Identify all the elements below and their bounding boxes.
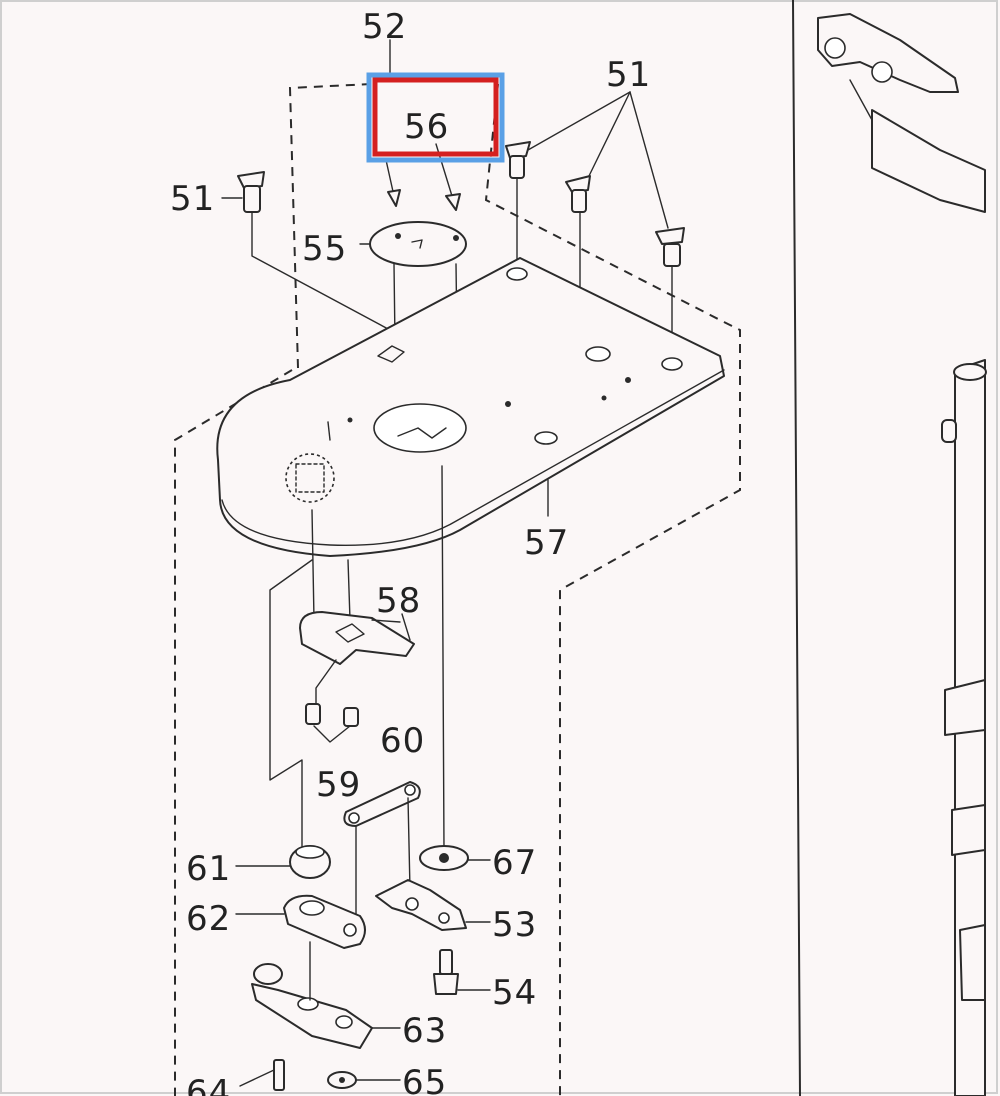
label-64: 64	[186, 1073, 231, 1096]
label-62: 62	[186, 899, 231, 939]
phantom-outline	[174, 83, 741, 1096]
highlight-inner	[372, 77, 499, 157]
washer-65	[327, 1071, 401, 1089]
screw-51-a	[505, 141, 531, 271]
label-55: 55	[302, 229, 347, 269]
bushing-61	[235, 845, 331, 879]
guide-small	[327, 421, 331, 441]
label-54: 54	[492, 973, 537, 1013]
label-58: 58	[376, 581, 421, 621]
label-59: 59	[316, 765, 361, 805]
bracket-58	[299, 509, 415, 665]
label-51-top: 51	[606, 55, 651, 95]
main-plate-57	[216, 257, 725, 557]
guide-left	[269, 559, 313, 849]
screws-58	[305, 659, 359, 743]
plate-63	[251, 941, 401, 1049]
screw-54	[433, 949, 491, 995]
label-65: 65	[402, 1063, 447, 1096]
label-61: 61	[186, 849, 231, 889]
label-52: 52	[362, 7, 407, 47]
label-57: 57	[524, 523, 569, 563]
washer-67	[419, 845, 491, 871]
label-67: 67	[492, 843, 537, 883]
pin-64	[239, 1059, 285, 1091]
lever-53	[375, 879, 491, 931]
label-63: 63	[402, 1011, 447, 1051]
highlight-box[interactable]	[366, 72, 505, 163]
leader-51-top	[527, 91, 669, 229]
label-51-left: 51	[170, 179, 215, 219]
link-62	[235, 894, 366, 949]
guide-67	[441, 465, 445, 851]
pin-60	[343, 781, 421, 917]
part-labels: 52 56 51 51 55 57 58 60 59 61 67 62 53 5…	[170, 7, 651, 1096]
label-53: 53	[492, 905, 537, 945]
adjacent-figure	[792, 0, 987, 1096]
label-56: 56	[404, 107, 449, 147]
label-60: 60	[380, 721, 425, 761]
screw-51-d	[237, 171, 391, 331]
highlight-outer	[366, 72, 505, 163]
